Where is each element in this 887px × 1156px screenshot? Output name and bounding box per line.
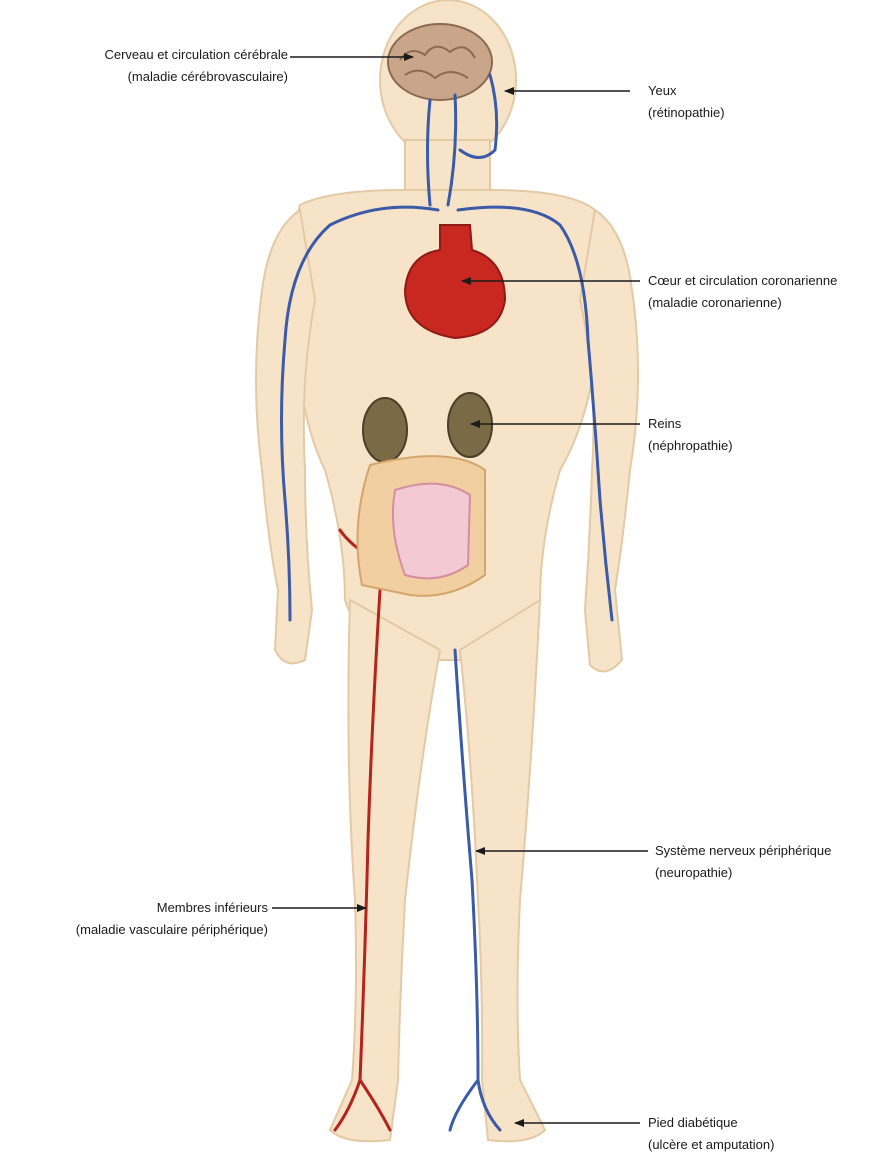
label-limbs: Membres inférieurs (maladie vasculaire p…	[6, 897, 268, 941]
label-kidneys-subtitle: (néphropathie)	[648, 435, 733, 457]
brain	[388, 24, 492, 100]
label-heart-title: Cœur et circulation coronarienne	[648, 270, 837, 292]
label-heart: Cœur et circulation coronarienne (maladi…	[648, 270, 837, 314]
neck	[405, 140, 490, 195]
label-brain-subtitle: (maladie cérébrovasculaire)	[58, 66, 288, 88]
right-leg	[460, 600, 545, 1141]
label-limbs-title: Membres inférieurs	[6, 897, 268, 919]
label-heart-subtitle: (maladie coronarienne)	[648, 292, 837, 314]
label-foot-title: Pied diabétique	[648, 1112, 774, 1134]
label-limbs-subtitle: (maladie vasculaire périphérique)	[6, 919, 268, 941]
label-nerves-title: Système nerveux périphérique	[655, 840, 831, 862]
label-kidneys: Reins (néphropathie)	[648, 413, 733, 457]
left-leg	[330, 600, 440, 1141]
label-kidneys-title: Reins	[648, 413, 733, 435]
label-eyes: Yeux (rétinopathie)	[648, 80, 725, 124]
label-foot-subtitle: (ulcère et amputation)	[648, 1134, 774, 1156]
label-brain: Cerveau et circulation cérébrale (maladi…	[58, 44, 288, 88]
left-arm	[256, 210, 315, 663]
label-foot: Pied diabétique (ulcère et amputation)	[648, 1112, 774, 1156]
label-eyes-title: Yeux	[648, 80, 725, 102]
label-nerves: Système nerveux périphérique (neuropathi…	[655, 840, 831, 884]
label-brain-title: Cerveau et circulation cérébrale	[58, 44, 288, 66]
label-nerves-subtitle: (neuropathie)	[655, 862, 831, 884]
intestines	[358, 456, 486, 596]
label-eyes-subtitle: (rétinopathie)	[648, 102, 725, 124]
